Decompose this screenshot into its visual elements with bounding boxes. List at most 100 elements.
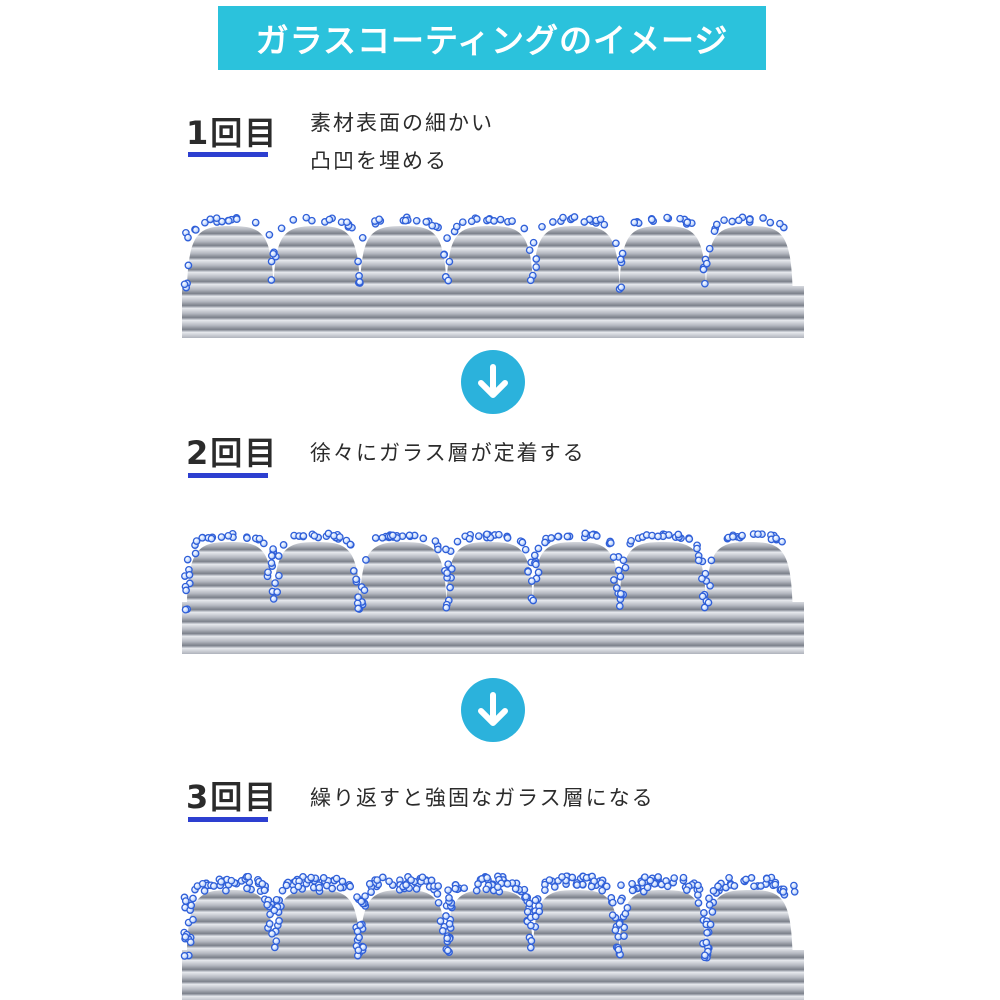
glass-particle — [460, 884, 469, 893]
glass-particle — [373, 876, 382, 884]
glass-particle — [365, 880, 374, 888]
glass-particle — [418, 873, 427, 882]
glass-particle — [531, 912, 540, 921]
glass-particle — [729, 532, 737, 541]
glass-particle — [619, 556, 628, 565]
glass-particle — [703, 928, 711, 937]
glass-particle — [319, 874, 328, 882]
glass-particle — [200, 887, 209, 895]
glass-particle — [772, 534, 780, 543]
glass-particle — [189, 894, 197, 903]
glass-particle — [503, 879, 512, 888]
glass-particle — [699, 265, 708, 274]
glass-particle — [503, 534, 512, 542]
glass-particle — [712, 220, 721, 229]
glass-particle — [447, 565, 456, 573]
glass-particle — [534, 544, 543, 553]
step-3-underline — [188, 817, 268, 822]
glass-particle — [646, 876, 655, 885]
glass-particle — [630, 218, 639, 227]
step-1-underline — [188, 152, 268, 157]
glass-particle — [343, 218, 351, 227]
glass-particle — [705, 894, 713, 903]
glass-particle — [511, 884, 520, 893]
arrow-down-icon — [461, 350, 525, 414]
glass-particle — [217, 533, 226, 541]
glass-particle — [361, 892, 369, 901]
glass-particle — [643, 883, 652, 892]
glass-particle — [302, 213, 311, 222]
glass-particle — [258, 880, 267, 888]
glass-particle — [541, 538, 549, 547]
page-title: ガラスコーティングのイメージ — [255, 21, 729, 60]
glass-particle — [614, 566, 623, 575]
step-1-label: 1回目 — [186, 114, 279, 152]
glass-particle — [725, 873, 733, 882]
glass-particle — [518, 538, 527, 547]
glass-particle — [750, 882, 758, 891]
glass-particle — [596, 215, 605, 224]
glass-particle — [707, 556, 716, 565]
glass-particle — [663, 882, 672, 891]
glass-particle — [628, 886, 637, 895]
glass-particle — [444, 886, 452, 895]
glass-particle — [759, 214, 767, 222]
glass-particle — [534, 568, 543, 577]
glass-particle — [264, 568, 272, 577]
glass-particle — [354, 604, 363, 613]
glass-particle — [375, 215, 384, 224]
glass-particle — [265, 920, 274, 928]
glass-particle — [754, 530, 762, 539]
glass-particle — [545, 876, 554, 884]
glass-particle — [693, 544, 701, 553]
glass-particle — [385, 877, 393, 886]
glass-particle — [349, 567, 358, 575]
glass-particle — [623, 904, 632, 912]
glass-particle — [790, 881, 798, 890]
glass-particle — [355, 272, 363, 280]
glass-particle — [706, 581, 714, 590]
title-banner: ガラスコーティングのイメージ — [218, 6, 766, 70]
glass-particle — [259, 539, 268, 548]
glass-particle — [419, 534, 428, 543]
glass-particle — [527, 577, 536, 585]
glass-particle — [206, 215, 215, 224]
glass-particle — [701, 279, 709, 288]
glass-particle — [445, 894, 453, 902]
glass-particle — [550, 883, 559, 891]
glass-particle — [255, 534, 264, 543]
glass-particle — [356, 921, 365, 929]
glass-particle — [474, 532, 483, 540]
glass-particle — [627, 536, 635, 545]
glass-particle — [243, 884, 251, 893]
glass-particle — [346, 540, 355, 549]
glass-particle — [353, 893, 361, 901]
glass-particle — [212, 214, 221, 223]
glass-particle — [207, 534, 216, 543]
glass-particle — [532, 255, 541, 263]
glass-particle — [272, 895, 281, 904]
glass-particle — [294, 882, 303, 891]
glass-particle — [587, 882, 596, 891]
glass-particle — [189, 915, 197, 924]
glass-particle — [438, 927, 447, 935]
glass-particle — [559, 213, 567, 222]
glass-particle — [535, 907, 544, 916]
glass-particle — [558, 873, 566, 881]
glass-particle — [474, 880, 482, 888]
glass-particle — [525, 246, 534, 255]
glass-particle — [422, 218, 431, 226]
glass-particle — [612, 584, 621, 592]
glass-particle — [443, 234, 451, 242]
glass-particle — [568, 873, 577, 882]
glass-particle — [776, 219, 784, 228]
glass-particle — [451, 884, 460, 893]
glass-particle — [609, 553, 618, 562]
glass-particle — [606, 539, 615, 547]
glass-particle — [442, 603, 451, 612]
glass-particle — [705, 244, 714, 253]
glass-particle — [192, 537, 201, 545]
glass-particle — [445, 920, 454, 928]
glass-particle — [525, 899, 534, 908]
glass-particle — [275, 571, 283, 580]
